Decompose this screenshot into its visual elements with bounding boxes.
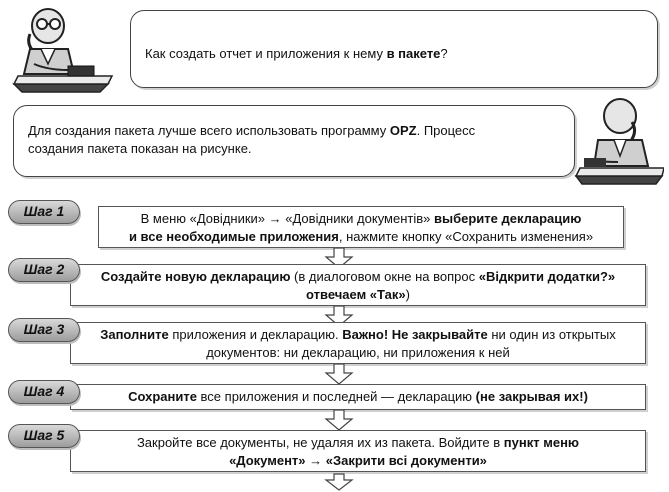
- step-1-box: В меню «Довідники» → «Довідники документ…: [98, 206, 624, 248]
- down-arrow-icon: [324, 364, 354, 384]
- step-1-label: Шаг 1: [8, 200, 80, 224]
- answer-bubble: Для создания пакета лучше всего использо…: [13, 105, 575, 177]
- step-3-box: Заполните приложения и декларацию. Важно…: [70, 322, 646, 364]
- person-on-phone-illustration: [12, 8, 114, 93]
- step-5-label: Шаг 5: [8, 424, 80, 448]
- step-3-label: Шаг 3: [8, 318, 80, 342]
- down-arrow-icon: [324, 410, 354, 430]
- step-5-box: Закройте все документы, не удаляя их из …: [70, 430, 646, 472]
- answer-text: Для создания пакета лучше всего использо…: [28, 123, 476, 156]
- advisor-on-phone-illustration: [574, 98, 664, 185]
- step-4-box: Сохраните все приложения и последней — д…: [70, 384, 646, 410]
- step-2-box: Создайте новую декларацию (в диалоговом …: [70, 264, 646, 306]
- down-arrow-icon: [324, 306, 354, 326]
- down-arrow-icon: [324, 473, 354, 491]
- down-arrow-icon: [324, 248, 354, 268]
- question-bubble: Как создать отчет и приложения к нему в …: [130, 10, 658, 88]
- question-text: Как создать отчет и приложения к нему в …: [145, 46, 448, 61]
- step-4-label: Шаг 4: [8, 380, 80, 404]
- step-2-label: Шаг 2: [8, 258, 80, 282]
